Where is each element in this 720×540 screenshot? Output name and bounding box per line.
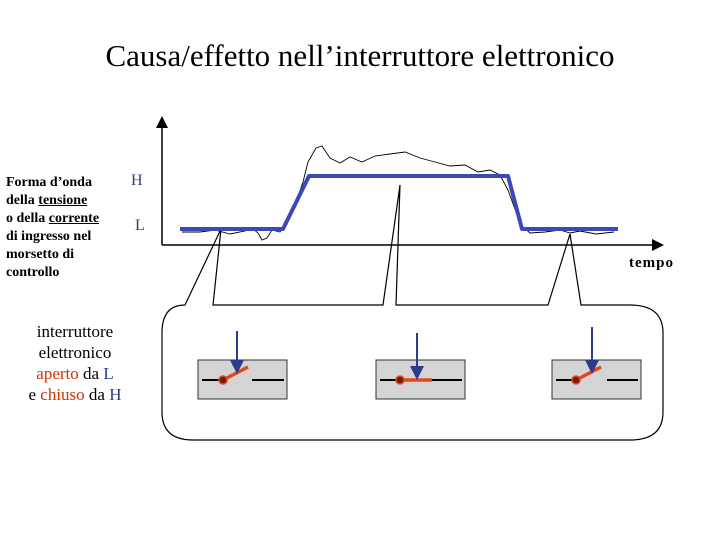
callout-bubble: [161, 184, 664, 441]
level-low-label: L: [135, 217, 145, 234]
label-line-6: controllo: [6, 265, 60, 280]
desc-closed-prefix: e: [28, 385, 41, 404]
switch-2-pivot: [395, 375, 405, 385]
switch-1-pivot: [218, 375, 228, 385]
desc-open-word: aperto: [36, 364, 79, 383]
desc-open-by: da: [78, 364, 104, 383]
label-current: corrente: [48, 211, 100, 226]
desc-line-3: aperto da L: [8, 363, 142, 384]
desc-line-1: interruttore: [36, 322, 114, 341]
label-voltage: tensione: [38, 193, 88, 208]
noisy-waveform: [182, 145, 615, 241]
input-waveform-label: Forma d’onda della tensione o della corr…: [6, 174, 134, 282]
desc-line-4: e chiuso da H: [8, 384, 142, 405]
label-line-3: o della corrente: [6, 210, 134, 228]
switch-3-pivot: [571, 375, 581, 385]
ideal-square-wave: [180, 174, 618, 231]
label-line-4: di ingresso nel: [6, 229, 92, 244]
desc-closed-by: da: [84, 385, 110, 404]
switch-1-open: [197, 331, 288, 400]
desc-closed-level: H: [109, 385, 122, 404]
switch-2-closed: [375, 333, 466, 400]
label-line-3-prefix: o della: [6, 211, 49, 226]
label-line-5: morsetto di: [6, 247, 75, 262]
label-line-2-prefix: della: [6, 193, 39, 208]
time-axis-label: tempo: [629, 255, 674, 271]
label-line-1: Forma d’onda: [6, 175, 92, 190]
desc-closed-word: chiuso: [40, 385, 85, 404]
desc-line-2: elettronico: [38, 343, 112, 362]
switch-description: interruttore elettronico aperto da L e c…: [8, 321, 142, 405]
slide-title: Causa/effetto nell’interruttore elettron…: [105, 38, 615, 73]
label-line-2: della tensione: [6, 192, 134, 210]
desc-open-level: L: [103, 364, 114, 383]
level-high-label: H: [131, 172, 143, 189]
switch-3-open: [551, 327, 642, 400]
